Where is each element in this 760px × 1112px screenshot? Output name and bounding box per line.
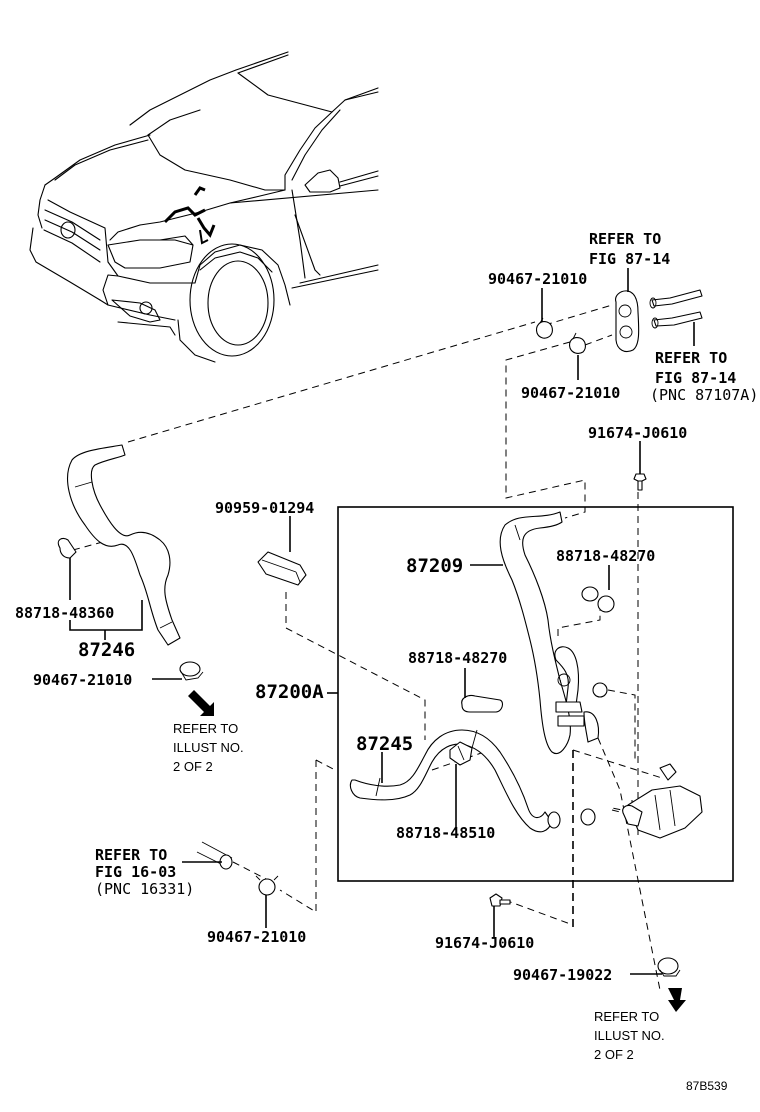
- clamp-small-lower[interactable]: [580, 808, 596, 826]
- label-clamp-bottom-right[interactable]: 90467-19022: [513, 966, 612, 984]
- label-clamp-top-right[interactable]: 90467-21010: [521, 384, 620, 402]
- clamp-90467-21010-top-right[interactable]: [569, 332, 586, 354]
- label-hose-upper-mid[interactable]: 87209: [406, 555, 463, 577]
- note-left-line-3: 2 OF 2: [173, 759, 213, 774]
- arrow-down-left-note: [188, 690, 214, 716]
- hose-87245[interactable]: [349, 729, 561, 833]
- label-refer-fig-16-2[interactable]: FIG 16-03: [95, 863, 176, 881]
- vehicle-illustration: [29, 51, 379, 363]
- label-hose-left[interactable]: 87246: [78, 639, 135, 661]
- label-refer-fig-16-3: (PNC 16331): [95, 880, 194, 898]
- label-clamp-bottom-left[interactable]: 90467-21010: [207, 928, 306, 946]
- label-refer-fig-upper-1: REFER TO: [589, 230, 661, 248]
- grommet-plate[interactable]: [615, 290, 640, 353]
- clamp-88718-48270-right[interactable]: [581, 586, 615, 613]
- figure-code: 87B539: [686, 1079, 728, 1093]
- label-bolt-bottom[interactable]: 91674-J0610: [435, 934, 534, 952]
- label-refer-fig-pipe-2[interactable]: FIG 87-14: [655, 369, 736, 387]
- water-valve[interactable]: [622, 763, 703, 839]
- label-clamp-lower[interactable]: 88718-48510: [396, 824, 495, 842]
- pipe-fig-16-03[interactable]: [196, 841, 233, 870]
- valve-fitting[interactable]: [555, 701, 600, 743]
- label-bolt-top[interactable]: 91674-J0610: [588, 424, 687, 442]
- label-clamp-right-upper[interactable]: 88718-48270: [556, 547, 655, 565]
- clamp-90467-21010-bottom-left[interactable]: [255, 875, 279, 896]
- label-bracket[interactable]: 90959-01294: [215, 499, 314, 517]
- arrow-down-right-note: [668, 988, 686, 1012]
- note-right-line-3: 2 OF 2: [594, 1047, 634, 1062]
- clip-88718-48360[interactable]: [57, 537, 77, 559]
- label-clamp-top-left[interactable]: 90467-21010: [488, 270, 587, 288]
- label-assembly[interactable]: 87200A: [255, 681, 324, 703]
- heater-pipes[interactable]: [649, 289, 703, 329]
- hose-87209[interactable]: [499, 511, 571, 754]
- note-left-line-1: REFER TO: [173, 721, 238, 736]
- leader-lines: [69, 268, 695, 975]
- label-refer-fig-pipe-3: (PNC 87107A): [650, 386, 758, 404]
- hose-connector[interactable]: [554, 646, 580, 706]
- bracket-90959-01294[interactable]: [257, 551, 307, 586]
- bolt-91674-J0610-top[interactable]: [633, 473, 647, 491]
- clamp-small-mid[interactable]: [592, 682, 608, 698]
- label-refer-fig-pipe-1: REFER TO: [655, 349, 727, 367]
- note-right-line-2: ILLUST NO.: [594, 1028, 665, 1043]
- clamp-90467-21010-top-left[interactable]: [536, 317, 553, 339]
- label-refer-fig-upper-2[interactable]: FIG 87-14: [589, 250, 670, 268]
- clamp-90467-21010-left[interactable]: [179, 661, 204, 681]
- clamp-88718-48510[interactable]: [449, 741, 473, 766]
- labels: 90467-21010 REFER TO FIG 87-14 90467-210…: [15, 230, 758, 1093]
- assembly-box: [337, 506, 734, 882]
- hose-87246[interactable]: [67, 444, 181, 646]
- label-hose-lower-mid[interactable]: 87245: [356, 733, 413, 755]
- note-right-line-1: REFER TO: [594, 1009, 659, 1024]
- clamp-90467-19022[interactable]: [657, 957, 681, 977]
- label-clamp-left[interactable]: 90467-21010: [33, 671, 132, 689]
- bolt-91674-J0610-bottom[interactable]: [489, 893, 511, 907]
- label-refer-fig-16-1: REFER TO: [95, 846, 167, 864]
- label-clip-left[interactable]: 88718-48360: [15, 604, 114, 622]
- label-clamp-mid[interactable]: 88718-48270: [408, 649, 507, 667]
- note-left-line-2: ILLUST NO.: [173, 740, 244, 755]
- clamp-88718-48270-mid[interactable]: [461, 694, 504, 713]
